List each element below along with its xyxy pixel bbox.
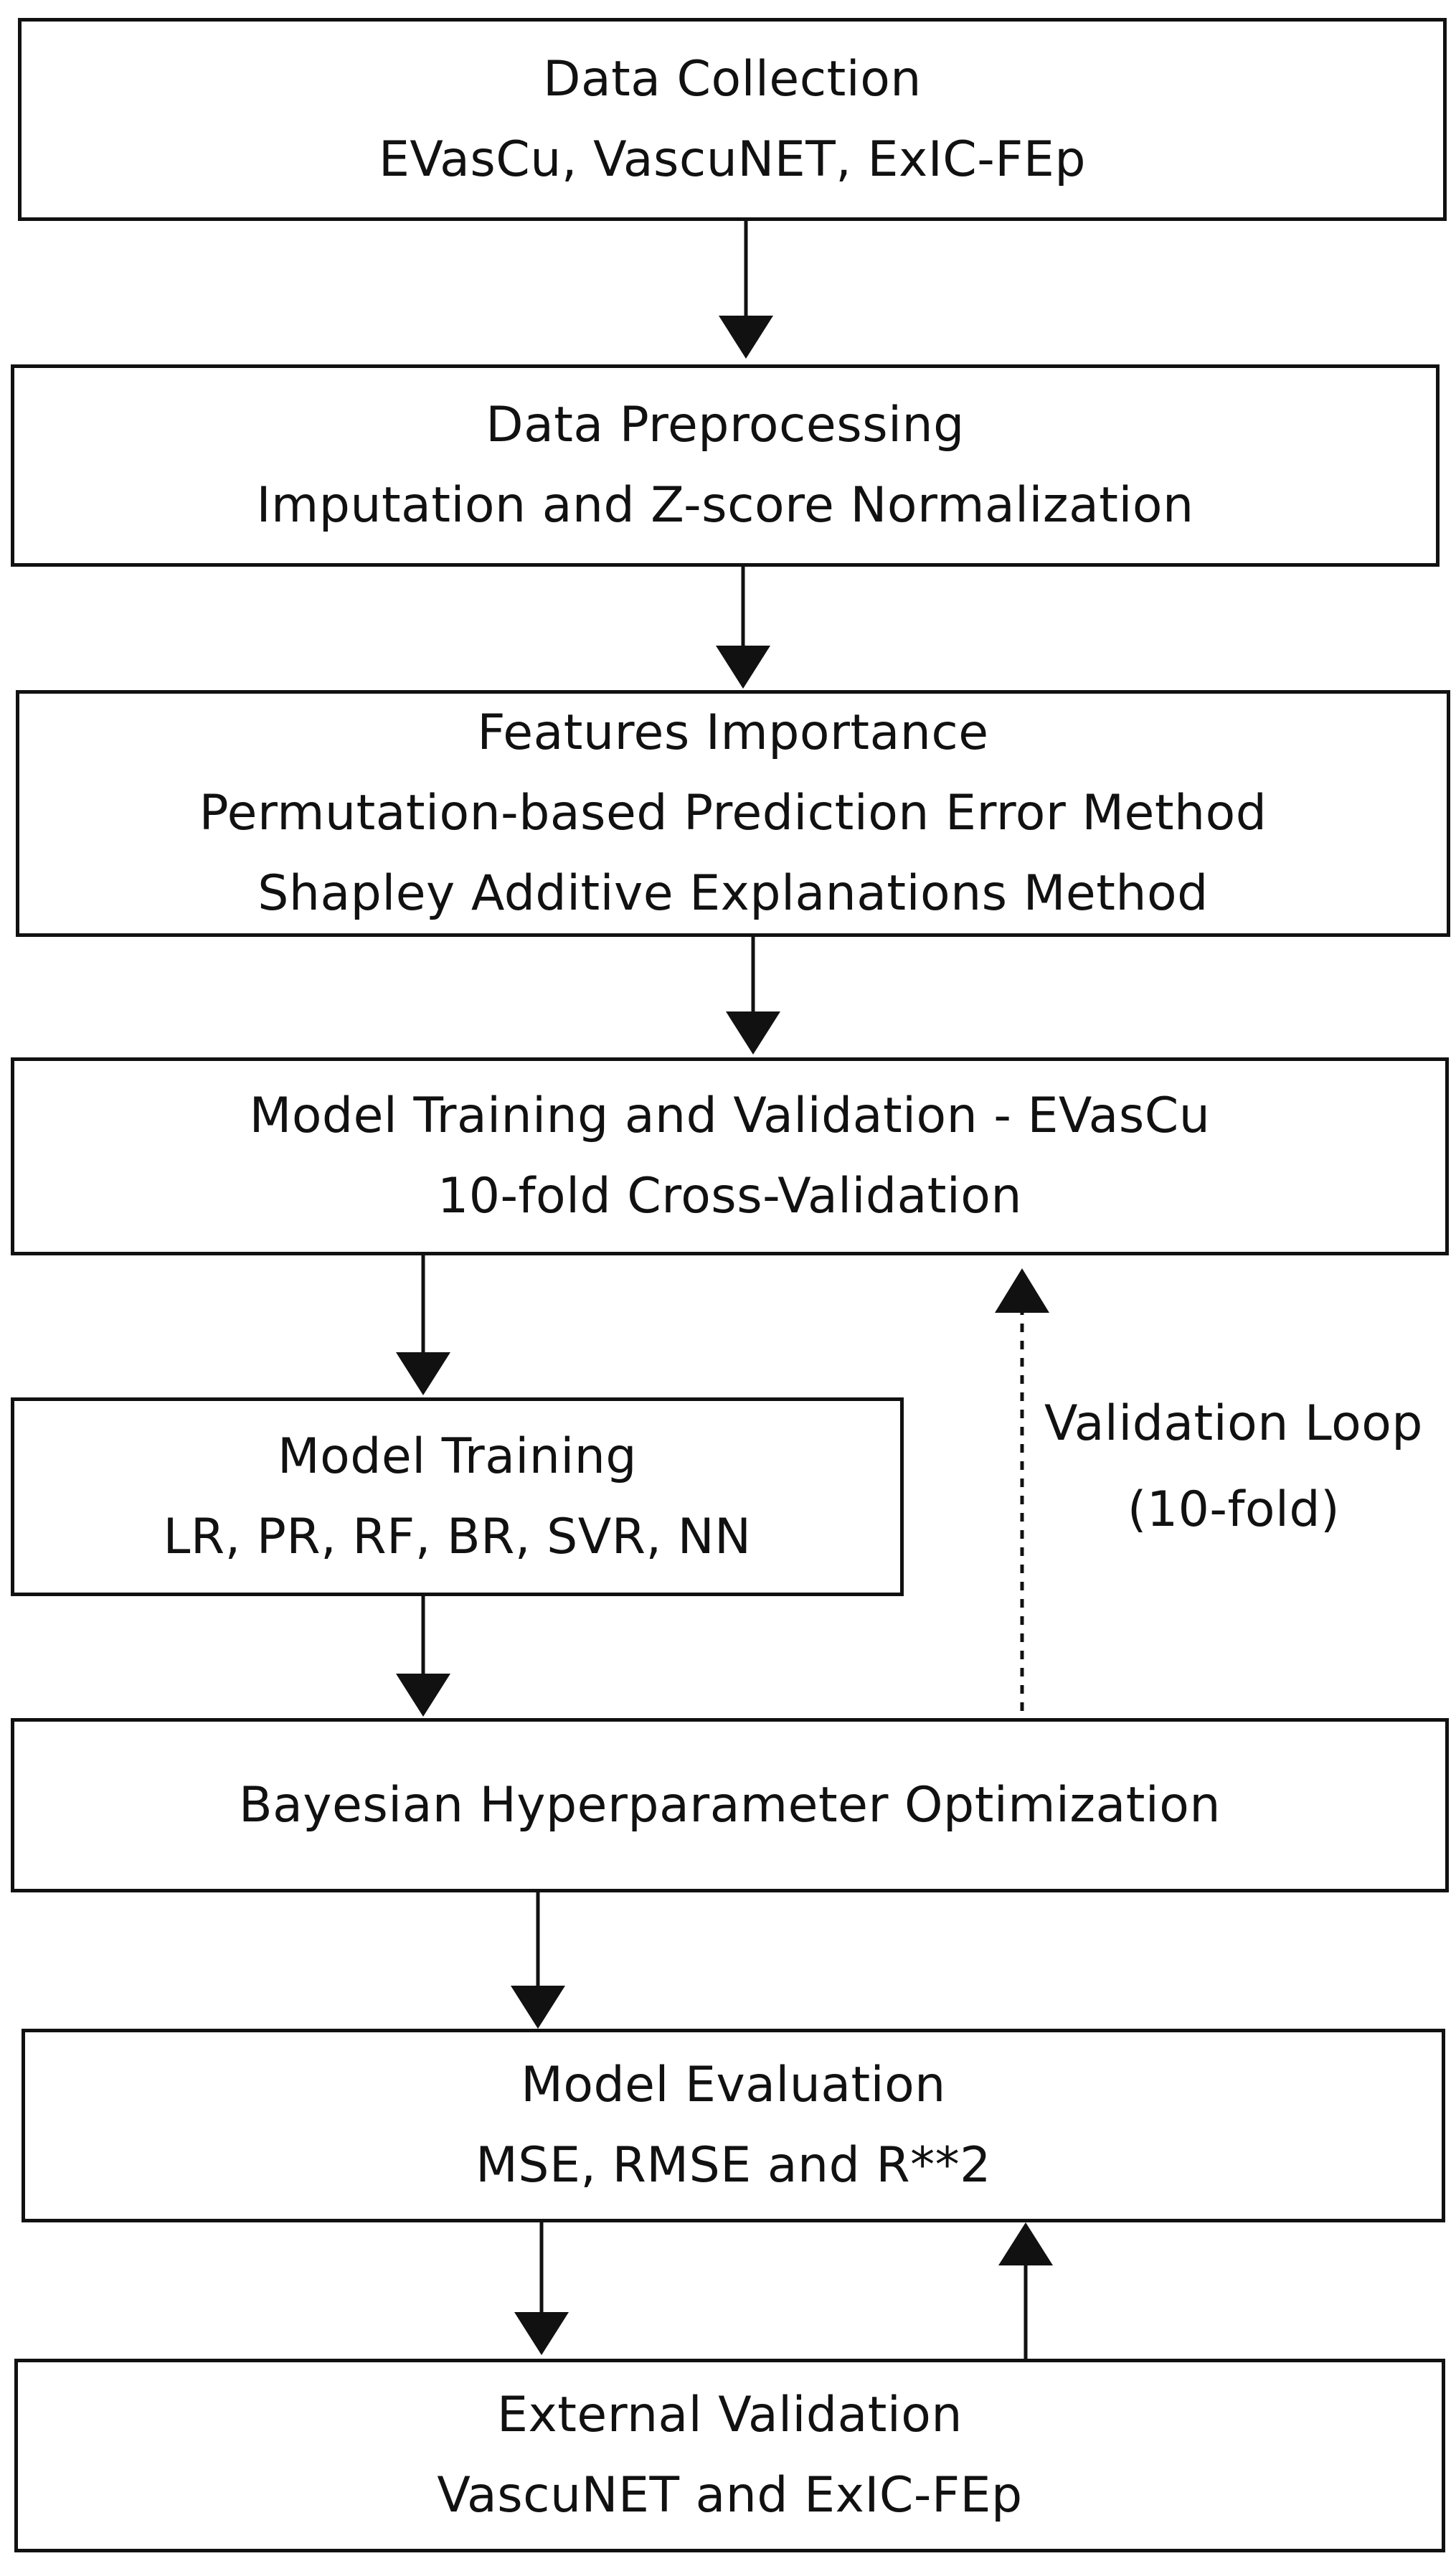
model-training-title: Model Training [277, 1428, 638, 1485]
bayesian-optimization-box: Bayesian Hyperparameter Optimization [11, 1718, 1449, 1892]
validation-loop-label: Validation Loop (10-fold) [1033, 1381, 1434, 1567]
arrow-preprocessing-to-features [716, 567, 770, 689]
validation-loop-label-line-2: (10-fold) [1127, 1481, 1341, 1538]
model-evaluation-detail: MSE, RMSE and R**2 [476, 2137, 991, 2194]
model-training-detail: LR, PR, RF, BR, SVR, NN [163, 1508, 752, 1565]
external-validation-box: External Validation VascuNET and ExIC-FE… [14, 2359, 1445, 2552]
arrow-evaluation-to-external [514, 2222, 569, 2355]
validation-loop-arrow [995, 1268, 1049, 1711]
data-preprocessing-detail: Imputation and Z-score Normalization [256, 477, 1194, 534]
data-preprocessing-title: Data Preprocessing [486, 397, 965, 453]
arrow-external-to-evaluation [998, 2222, 1053, 2359]
data-collection-title: Data Collection [543, 50, 922, 108]
model-evaluation-box: Model Evaluation MSE, RMSE and R**2 [22, 2029, 1445, 2222]
external-validation-detail: VascuNET and ExIC-FEp [437, 2467, 1023, 2524]
model-evaluation-title: Model Evaluation [521, 2057, 946, 2113]
data-collection-detail: EVasCu, VascuNET, ExIC-FEp [378, 131, 1087, 188]
validation-loop-label-line-1: Validation Loop [1044, 1395, 1423, 1452]
features-importance-detail-1: Permutation-based Prediction Error Metho… [199, 785, 1267, 841]
arrow-training-validation-to-model-training [396, 1255, 450, 1395]
model-training-validation-title: Model Training and Validation - EVasCu [249, 1088, 1211, 1144]
arrow-features-to-training-validation [726, 937, 780, 1055]
data-preprocessing-box: Data Preprocessing Imputation and Z-scor… [11, 364, 1440, 567]
arrow-bayesian-to-evaluation [511, 1892, 565, 2029]
model-training-validation-box: Model Training and Validation - EVasCu 1… [11, 1057, 1449, 1255]
arrow-collection-to-preprocessing [719, 221, 773, 359]
arrow-model-training-to-bayesian [396, 1596, 450, 1717]
bayesian-optimization-title: Bayesian Hyperparameter Optimization [238, 1776, 1221, 1834]
data-collection-box: Data Collection EVasCu, VascuNET, ExIC-F… [18, 18, 1447, 221]
external-validation-title: External Validation [496, 2387, 963, 2443]
model-training-box: Model Training LR, PR, RF, BR, SVR, NN [11, 1397, 904, 1596]
model-training-validation-detail: 10-fold Cross-Validation [437, 1168, 1023, 1225]
features-importance-detail-2: Shapley Additive Explanations Method [257, 865, 1209, 922]
features-importance-box: Features Importance Permutation-based Pr… [16, 690, 1450, 937]
features-importance-title: Features Importance [477, 704, 989, 761]
